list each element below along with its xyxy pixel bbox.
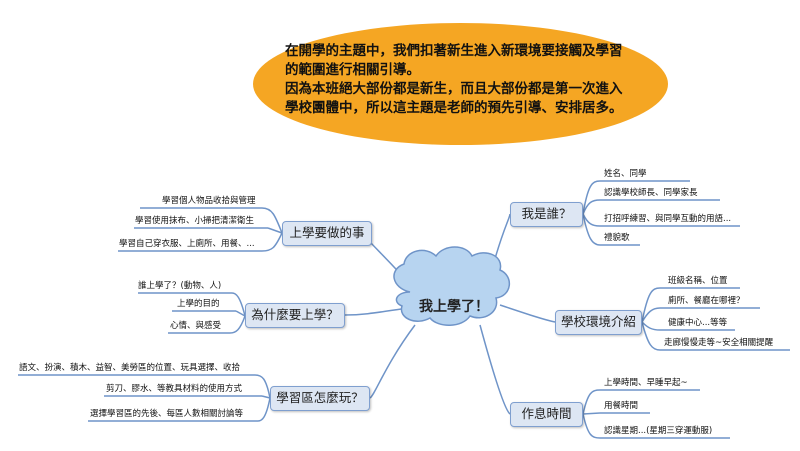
- leaf-todo: 學習個人物品收拾與管理: [162, 196, 256, 206]
- leaf-who: 打招呼練習、與同學互動的用語...: [604, 214, 732, 224]
- center-cloud: [393, 246, 510, 326]
- leaf-who: 禮貌歌: [604, 233, 630, 243]
- intro-bubble: [253, 23, 668, 145]
- leaf-todo: 學習使用抹布、小掃把清潔衛生: [135, 216, 255, 226]
- leaf-who: 認識學校師長、同學家長: [604, 188, 698, 198]
- intro-line: 學校團體中，所以這主題是老師的預先引導、安排居多。: [285, 100, 623, 116]
- intro-line: 因為本班絕大部份都是新生，而且大部份都是第一次進入: [285, 81, 623, 97]
- leaf-why: 誰上學了？(動物、人): [138, 281, 222, 291]
- leaf-school: 健康中心...等等: [668, 318, 728, 328]
- branch-todo[interactable]: 上學要做的事: [282, 221, 372, 246]
- intro-line: 的範圍進行相關引導。: [285, 62, 420, 78]
- intro-text: 在開學的主題中，我們扣著新生進入新環境要接觸及學習 的範圍進行相關引導。 因為本…: [285, 42, 657, 118]
- center-topic: 我上學了！: [419, 299, 489, 315]
- leaf-school: 廁所、餐廳在哪裡？: [668, 296, 745, 306]
- leaf-todo: 學習自己穿衣服、上廁所、用餐、...: [119, 239, 255, 249]
- branch-area[interactable]: 學習區怎麼玩？: [270, 386, 370, 411]
- leaf-why: 心情、與感受: [170, 321, 222, 331]
- leaf-area: 選擇學習區的先後、每區人數相關討論等: [90, 409, 244, 419]
- leaf-school: 走廊慢慢走等~安全相關提醒: [664, 338, 774, 348]
- leaf-time: 認識星期...(星期三穿運動服): [604, 426, 713, 436]
- leaf-time: 上學時間、早睡早起~: [604, 378, 688, 388]
- branch-time[interactable]: 作息時間: [510, 402, 583, 427]
- branch-why[interactable]: 為什麼要上學？: [245, 303, 345, 328]
- leaf-time: 用餐時間: [604, 401, 639, 411]
- leaf-why: 上學的目的: [177, 299, 220, 309]
- leaf-who: 姓名、同學: [604, 169, 647, 179]
- leaf-area: 剪刀、膠水、等教具材料的使用方式: [106, 384, 243, 394]
- branch-who[interactable]: 我是誰？: [510, 202, 583, 227]
- leaf-school: 班級名稱、位置: [668, 276, 728, 286]
- leaf-area: 語文、扮演、積木、益智、美勞區的位置、玩具選擇、收拾: [19, 363, 241, 373]
- intro-line: 在開學的主題中，我們扣著新生進入新環境要接觸及學習: [285, 43, 623, 59]
- branch-school[interactable]: 學校環境介紹: [555, 310, 642, 335]
